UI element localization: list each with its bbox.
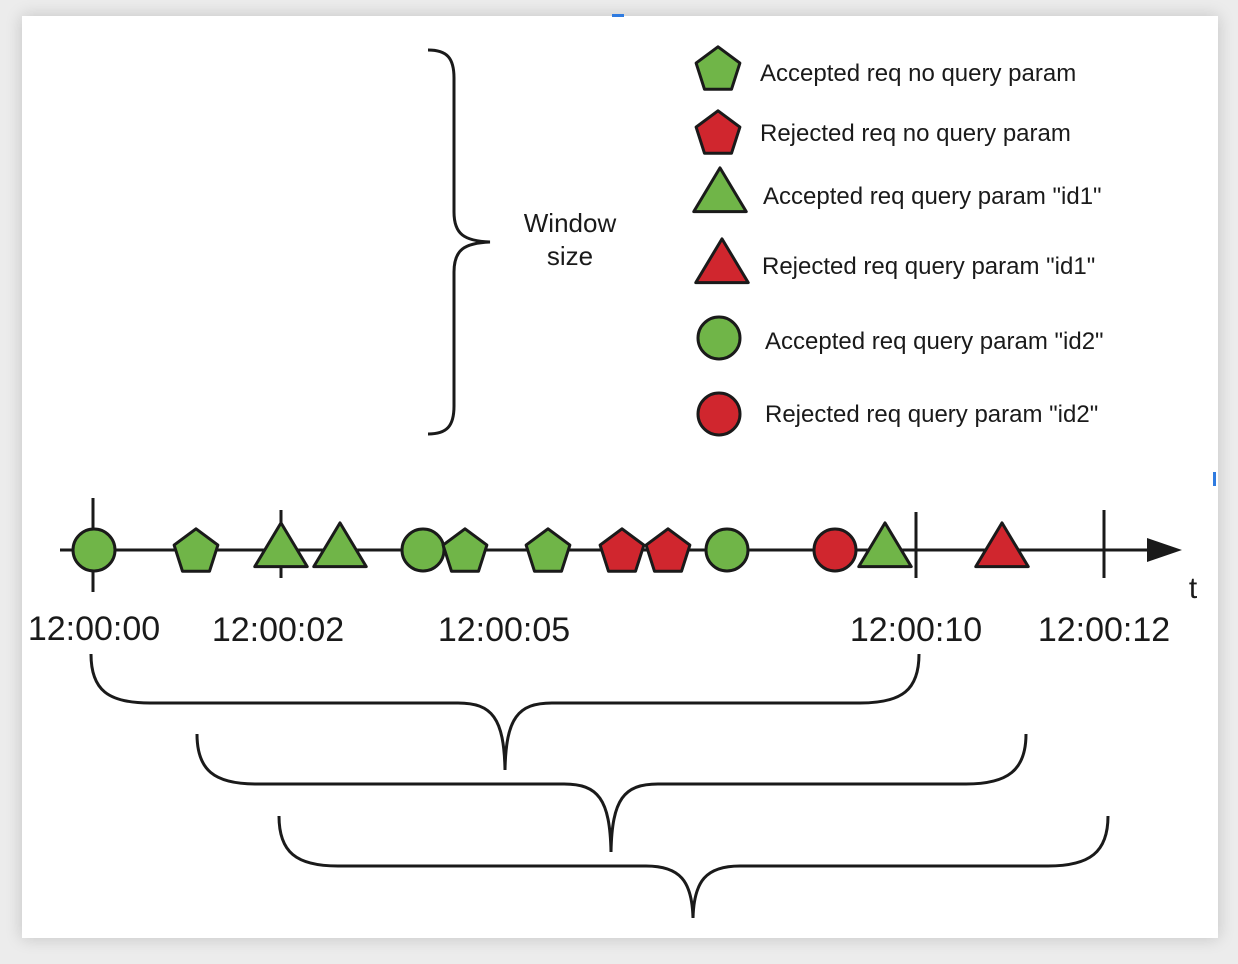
legend-label: Accepted req no query param [760, 60, 1076, 87]
rejected-pentagon-icon [598, 527, 646, 573]
tick-label: 12:00:05 [438, 611, 570, 649]
rejected-triangle-icon [974, 521, 1030, 569]
window-brace-2 [195, 733, 1028, 853]
accepted-pentagon-icon [172, 527, 220, 573]
accepted-triangle-icon [692, 166, 748, 214]
window-size-brace [427, 48, 491, 436]
window-label-line-2: size [547, 241, 593, 271]
diagram-card [22, 16, 1218, 938]
legend-label: Rejected req query param "id2" [765, 401, 1098, 428]
tick-label: 12:00:02 [212, 611, 344, 649]
legend-label: Accepted req query param "id1" [763, 183, 1102, 210]
time-axis-arrow-icon [1147, 538, 1182, 562]
rejected-pentagon-icon [644, 527, 692, 573]
legend-label: Rejected req query param "id1" [762, 253, 1095, 280]
tick-label: 12:00:00 [28, 610, 160, 648]
tick-label: 12:00:12 [1038, 611, 1170, 649]
sliding-windows [89, 653, 1110, 919]
accepted-pentagon-icon [694, 45, 742, 91]
timeline: t 12:00:00 12:00:02 12:00:05 12:00:10 12… [28, 498, 1198, 649]
legend-label: Rejected req no query param [760, 120, 1071, 147]
accepted-pentagon-icon [524, 527, 572, 573]
rejected-circle-icon [696, 391, 742, 437]
accepted-triangle-icon [312, 521, 368, 569]
accepted-pentagon-icon [441, 527, 489, 573]
accepted-circle-icon [704, 527, 750, 573]
accepted-triangle-icon [253, 521, 309, 569]
accepted-circle-icon [400, 527, 446, 573]
window-brace-1 [89, 653, 921, 771]
selection-handle-right[interactable] [1213, 472, 1216, 486]
tick-label: 12:00:10 [850, 611, 982, 649]
accepted-triangle-icon [857, 521, 913, 569]
rejected-circle-icon [812, 527, 858, 573]
axis-label-t: t [1189, 572, 1198, 605]
window-label-line-1: Window [524, 208, 617, 238]
window-brace-3 [277, 815, 1110, 919]
rejected-triangle-icon [694, 237, 750, 285]
rejected-pentagon-icon [694, 109, 742, 155]
accepted-circle-icon [696, 315, 742, 361]
legend: Accepted req no query param Rejected req… [692, 45, 1104, 437]
accepted-circle-icon [71, 527, 117, 573]
selection-handle-top[interactable] [612, 14, 624, 17]
legend-label: Accepted req query param "id2" [765, 328, 1104, 355]
